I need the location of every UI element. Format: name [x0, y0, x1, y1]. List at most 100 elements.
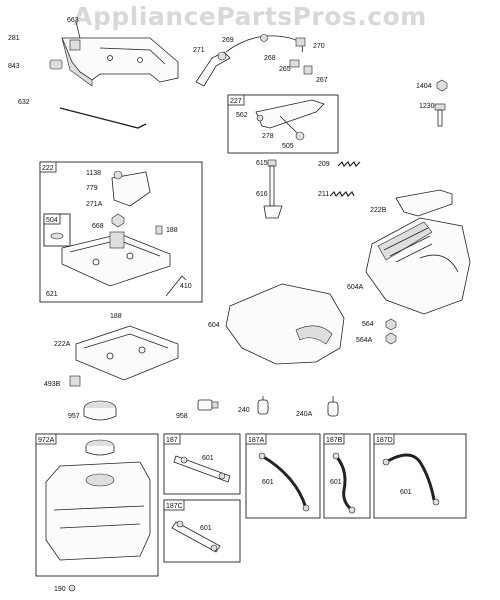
label-779: 779	[86, 185, 98, 192]
fuel-line-187D[interactable]	[385, 453, 436, 501]
label-187A: 187A	[248, 437, 265, 444]
label-187C: 187C	[166, 503, 183, 510]
label-616: 616	[256, 191, 268, 198]
box-187	[163, 433, 241, 495]
box-187C	[163, 499, 241, 563]
label-632: 632	[18, 99, 30, 106]
screw-190[interactable]	[68, 584, 76, 592]
box-227	[227, 94, 339, 154]
label-505: 505	[282, 143, 294, 150]
nut-1404[interactable]	[436, 79, 448, 92]
clip-493B[interactable]	[69, 375, 81, 387]
clip-267[interactable]	[303, 65, 313, 75]
fuel-filter-240A[interactable]	[327, 396, 339, 417]
label-410: 410	[180, 283, 192, 290]
nut-668[interactable]	[111, 213, 125, 228]
spring-209[interactable]	[337, 160, 361, 168]
fuel-shutoff-958[interactable]	[197, 399, 219, 411]
bracket-222A[interactable]	[75, 325, 179, 381]
engine-cover-604[interactable]	[225, 283, 345, 365]
label-269: 269	[222, 37, 234, 44]
label-1230: 1230	[419, 103, 435, 110]
label-278: 278	[262, 133, 274, 140]
fuel-filter-240[interactable]	[257, 396, 269, 415]
label-271A: 271A	[86, 201, 103, 208]
clip-843[interactable]	[49, 59, 63, 70]
label-601c: 601	[330, 479, 342, 486]
label-668: 668	[92, 223, 104, 230]
fuel-line-187A[interactable]	[261, 454, 308, 509]
blower-housing-604A[interactable]	[365, 217, 471, 315]
washer-504[interactable]	[50, 232, 64, 240]
label-601b: 601	[262, 479, 274, 486]
rod-616[interactable]	[263, 159, 283, 219]
label-564: 564	[362, 321, 374, 328]
screw-564A[interactable]	[385, 332, 397, 345]
lever-assembly-227[interactable]	[255, 99, 325, 141]
fuel-line-187[interactable]	[173, 455, 231, 483]
label-188a: 188	[166, 227, 178, 234]
label-958: 958	[176, 413, 188, 420]
bracket-281[interactable]	[61, 37, 179, 87]
nut-265[interactable]	[289, 59, 300, 68]
label-281: 281	[8, 35, 20, 42]
box-222	[39, 161, 203, 303]
label-240A: 240A	[296, 411, 313, 418]
cable-268[interactable]	[225, 34, 303, 53]
label-504: 504	[46, 217, 58, 224]
label-190: 190	[54, 586, 66, 593]
label-493B: 493B	[44, 381, 61, 388]
spring-410[interactable]	[165, 275, 187, 297]
governor-plate-779[interactable]	[111, 170, 151, 207]
label-222A: 222A	[54, 341, 71, 348]
label-1404: 1404	[416, 83, 432, 90]
screw-1230[interactable]	[434, 103, 446, 127]
label-227: 227	[230, 98, 242, 105]
label-564A: 564A	[356, 337, 373, 344]
control-lever-271[interactable]	[195, 51, 231, 87]
box-972A	[35, 433, 159, 577]
label-604: 604	[208, 322, 220, 329]
label-843: 843	[8, 63, 20, 70]
label-271: 271	[193, 47, 205, 54]
label-267: 267	[316, 77, 328, 84]
label-265: 265	[279, 66, 291, 73]
label-1138: 1138	[86, 170, 101, 177]
screw-188a[interactable]	[155, 225, 163, 235]
bracket-222B[interactable]	[395, 189, 453, 217]
label-188b: 188	[110, 313, 122, 320]
fuel-tank-972A[interactable]	[45, 439, 151, 561]
label-663: 663	[67, 17, 79, 24]
screw-564[interactable]	[385, 318, 397, 331]
label-222: 222	[42, 165, 54, 172]
box-187D	[373, 433, 467, 519]
label-187: 187	[166, 437, 178, 444]
link-632[interactable]	[59, 107, 147, 129]
label-621: 621	[46, 291, 58, 298]
label-604A: 604A	[347, 284, 364, 291]
spring-211[interactable]	[329, 190, 355, 198]
label-601a: 601	[202, 455, 214, 462]
label-268: 268	[264, 55, 276, 62]
label-209: 209	[318, 161, 330, 168]
label-240: 240	[238, 407, 250, 414]
box-187A	[245, 433, 321, 519]
label-957: 957	[68, 413, 80, 420]
fuel-line-187C[interactable]	[171, 520, 221, 553]
box-187B	[323, 433, 371, 519]
fuel-line-187B[interactable]	[334, 455, 353, 512]
label-601e: 601	[200, 525, 212, 532]
fuel-cap-957[interactable]	[83, 400, 117, 421]
label-211: 211	[318, 191, 329, 198]
label-601d: 601	[400, 489, 412, 496]
bracket-222-plate[interactable]	[61, 231, 171, 287]
label-562: 562	[236, 112, 248, 119]
label-222B: 222B	[370, 207, 387, 214]
label-187D: 187D	[376, 437, 393, 444]
clip-270[interactable]	[295, 37, 306, 47]
label-972A: 972A	[38, 437, 55, 444]
label-615: 615	[256, 160, 268, 167]
label-270: 270	[313, 43, 325, 50]
label-187B: 187B	[326, 437, 343, 444]
